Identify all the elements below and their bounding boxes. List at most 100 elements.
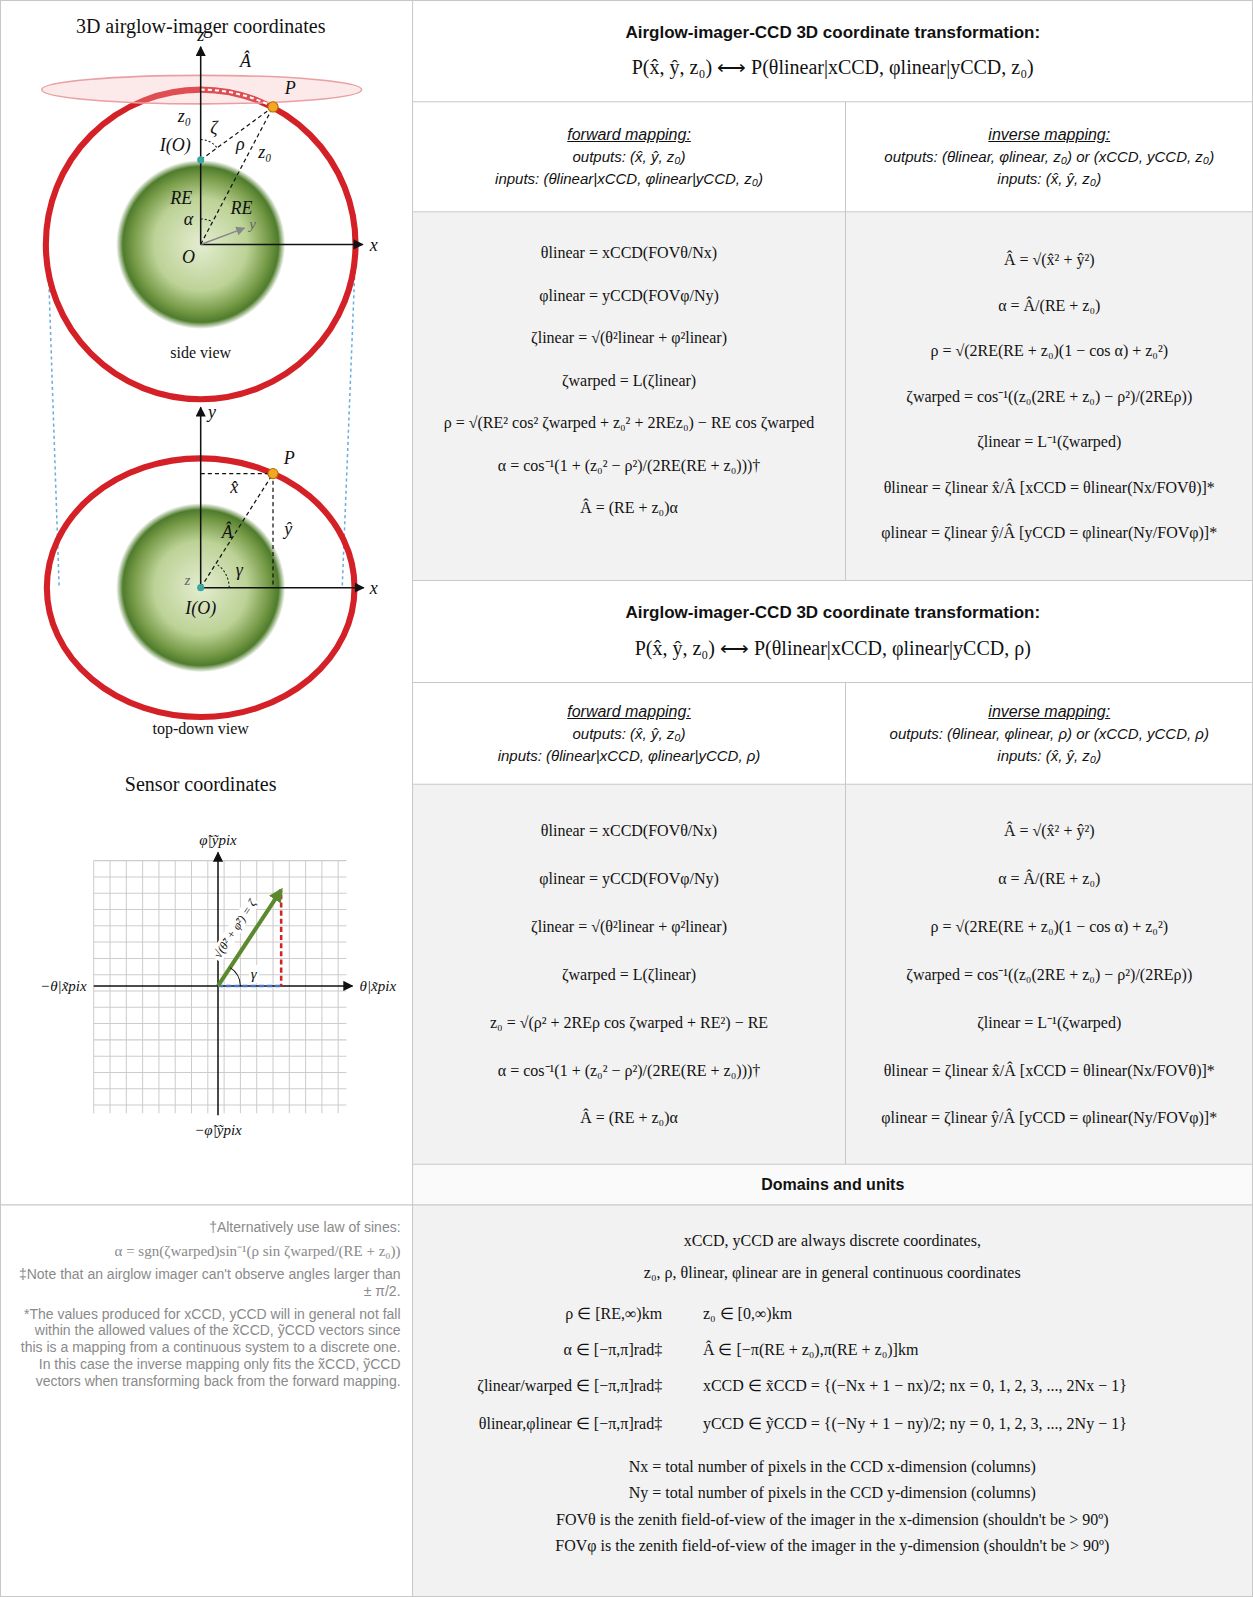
figure-label: z₀ <box>178 106 191 128</box>
grid-line <box>94 876 347 877</box>
grid-line <box>94 909 347 910</box>
column-heading: inverse mapping: <box>988 125 1110 144</box>
grid-line <box>94 1105 347 1106</box>
grid-line <box>289 861 290 1114</box>
grid-line <box>94 893 347 894</box>
table-rule <box>413 580 1253 581</box>
figure-label: RE <box>170 188 192 210</box>
grid-line <box>94 860 347 861</box>
grid-line <box>158 861 159 1114</box>
grid-line <box>94 1039 347 1040</box>
figure-label: ρ <box>236 134 245 156</box>
axis-label: γ <box>249 965 259 983</box>
footnote-formula: α = sgn(ζwarped)sin⁻¹(ρ sin ζwarped/(RE … <box>115 1242 401 1260</box>
figure-label: γ <box>236 561 243 583</box>
table-rule <box>845 102 846 581</box>
grid-line <box>94 990 347 991</box>
formula: α = cos⁻¹(1 + (z₀² − ρ²)/(2RE(RE + z₀)))… <box>498 456 761 475</box>
formula: ζwarped = L(ζlinear) <box>562 371 696 390</box>
formula: α = Â/(RE + z₀) <box>998 869 1100 888</box>
formula: Â = (RE + z₀)α <box>580 1108 678 1127</box>
table-cell: forward mapping:outputs: (x̂, ŷ, z₀)inpu… <box>413 683 846 785</box>
io-spec: outputs: (θlinear, φlinear, ρ) or (xCCD,… <box>890 725 1209 743</box>
axis-label: −θ|x̃pix <box>38 977 89 995</box>
earth-angle-arc <box>201 219 213 222</box>
y-axis <box>201 228 245 244</box>
theta-component <box>218 985 281 988</box>
table-cell: inverse mapping:outputs: (θlinear, φline… <box>846 102 1253 212</box>
formula: θlinear = xCCD(FOVθ/Nx) <box>541 821 717 840</box>
grid-line <box>110 861 111 1114</box>
cell-ground <box>413 1164 1253 1205</box>
domain-note: FOVθ is the zenith field-of-view of the … <box>556 1510 1108 1529</box>
point-p <box>268 469 278 479</box>
table-rule <box>0 1204 1253 1205</box>
grid-line <box>207 861 208 1114</box>
formula: φlinear = yCCD(FOVφ/Ny) <box>539 286 718 305</box>
grid-line <box>305 861 306 1114</box>
column-heading: forward mapping: <box>567 125 691 144</box>
grid-line <box>94 1088 347 1089</box>
figure-label: ŷ <box>284 519 292 541</box>
grid-line <box>142 861 143 1114</box>
figure-label: RE <box>230 198 252 220</box>
axis-label: θ|x̃pix <box>358 977 398 995</box>
grid-line <box>321 861 322 1114</box>
x-axis <box>201 587 364 589</box>
formula: ζlinear = √(θ²linear + φ²linear) <box>531 328 727 347</box>
table-cell: Domains and units <box>413 1164 1253 1205</box>
domain-note: xCCD ∈ x̃CCD = {(−Nx + 1 − nx)/2; nx = 0… <box>703 1377 1127 1396</box>
grid-line <box>224 861 225 1114</box>
table-cell: θlinear = xCCD(FOVθ/Nx)φlinear = yCCD(FO… <box>413 212 846 581</box>
footnote: *The values produced for xCCD, yCCD will… <box>12 1306 401 1390</box>
table-rule <box>413 211 1253 212</box>
formula: z₀ = √(ρ² + 2REρ cos ζwarped + RE²) − RE <box>490 1013 768 1032</box>
table-cell: θlinear = xCCD(FOVθ/Nx)φlinear = yCCD(FO… <box>413 784 846 1164</box>
gamma-arc <box>230 968 240 986</box>
io-spec: inputs: (θlinear|xCCD, φlinear|yCCD, z₀) <box>495 170 763 188</box>
figure-label: y <box>208 402 216 424</box>
table-rule <box>413 101 1253 102</box>
imager-point <box>197 156 204 163</box>
figure-label: z <box>185 571 191 589</box>
section-heading: Airglow-imager-CCD 3D coordinate transfo… <box>625 603 1040 623</box>
figure-label: x̂ <box>230 477 238 499</box>
formula: α = cos⁻¹(1 + (z₀² − ρ²)/(2RE(RE + z₀)))… <box>498 1061 761 1080</box>
io-spec: outputs: (x̂, ŷ, z₀) <box>573 148 686 166</box>
x-axis <box>201 244 363 246</box>
domain-note: FOVφ is the zenith field-of-view of the … <box>555 1537 1109 1556</box>
y-axis <box>200 407 202 587</box>
z-axis <box>200 47 202 245</box>
domain-note: θlinear,φlinear ∈ [−π,π]rad‡ <box>479 1415 662 1434</box>
formula: φlinear = ζlinear ŷ/Â [yCCD = φlinear(Ny… <box>881 1108 1217 1127</box>
formula: ζwarped = cos⁻¹((z₀(2RE + z₀) − ρ²)/(2RE… <box>906 965 1192 984</box>
mapping-formula: P(x̂, ŷ, z₀) ⟷ P(θlinear|xCCD, φlinear|y… <box>635 636 1031 660</box>
figure-label: z₀ <box>258 142 271 164</box>
imager-point <box>197 584 204 591</box>
column-heading: forward mapping: <box>567 702 691 721</box>
formula: ζlinear = L⁻¹(ζwarped) <box>977 432 1121 451</box>
formula: ρ = √(RE² cos² ζwarped + z₀² + 2REz₀) − … <box>444 413 815 432</box>
table-cell: Â = √(x̂² + ŷ²)α = Â/(RE + z₀)ρ = √(2RE(… <box>846 784 1253 1164</box>
zenith-angle-arc <box>201 140 217 148</box>
figure-label: P <box>284 449 295 471</box>
table-rule <box>412 0 413 1597</box>
theta-axis <box>94 985 353 987</box>
section-heading: Domains and units <box>761 1175 904 1194</box>
vector-label: √(θ̃² + φ̃²) = ζ <box>210 895 261 962</box>
domain-note: z₀, ρ, θlinear, φlinear are in general c… <box>644 1264 1021 1283</box>
io-spec: inputs: (x̂, ŷ, z₀) <box>997 747 1101 765</box>
formula: ρ = √(2RE(RE + z₀)(1 − cos α) + z₀²) <box>930 917 1168 936</box>
figure-label: ζ <box>210 119 217 141</box>
column-heading: inverse mapping: <box>988 702 1110 721</box>
x-projection <box>201 473 273 474</box>
grid-line <box>94 1072 347 1073</box>
table-cell: Airglow-imager-CCD 3D coordinate transfo… <box>413 0 1253 102</box>
grid-line <box>240 861 241 1114</box>
figure-label: O <box>182 247 195 269</box>
axis-label: φ̃|ỹpix <box>197 831 238 849</box>
domain-note: Ny = total number of pixels in the CCD y… <box>629 1484 1036 1503</box>
table-rule <box>413 784 1253 785</box>
table-cell: forward mapping: outputs: (x̂, ŷ, z₀) inpu… <box>413 102 846 212</box>
